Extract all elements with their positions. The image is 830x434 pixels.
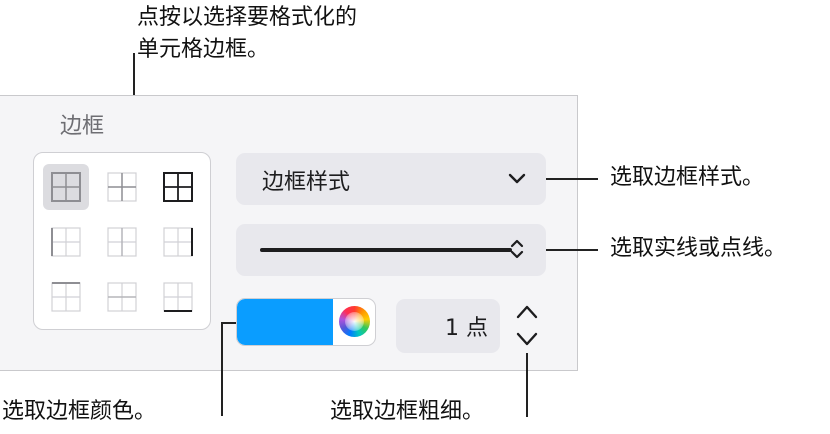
border-button-outer-and-inside[interactable] <box>155 164 201 210</box>
inside-vertical-border-icon <box>107 227 137 257</box>
border-button-inside[interactable] <box>99 164 145 210</box>
chevron-down-icon <box>516 332 538 346</box>
leader-line-border-color <box>221 322 223 416</box>
all-borders-icon <box>51 172 81 202</box>
border-weight-field[interactable]: 1 点 <box>396 299 500 353</box>
callout-border-color: 选取边框颜色。 <box>2 399 157 424</box>
leader-line-border-weight <box>526 353 528 417</box>
callout-cell-borders: 点按以选择要格式化的 单元格边框。 <box>137 2 357 66</box>
line-type-dropdown[interactable] <box>236 224 546 276</box>
chevron-down-icon <box>508 173 526 184</box>
border-weight-stepper <box>506 299 548 353</box>
border-color-well[interactable] <box>236 298 376 346</box>
up-down-chevron-icon <box>510 239 524 259</box>
top-border-icon <box>51 282 81 312</box>
bottom-border-icon <box>163 282 193 312</box>
callout-cell-borders-line1: 点按以选择要格式化的 <box>137 5 358 30</box>
border-weight-value: 1 点 <box>445 316 488 341</box>
leader-line-border-color-elbow <box>221 322 236 324</box>
chevron-up-icon <box>516 305 538 319</box>
border-style-dropdown-label: 边框样式 <box>262 170 351 195</box>
stepper-down-button[interactable] <box>506 326 548 353</box>
border-button-left[interactable] <box>43 219 89 265</box>
border-style-dropdown[interactable]: 边框样式 <box>236 153 546 205</box>
section-title: 边框 <box>60 114 105 139</box>
callout-cell-borders-line2: 单元格边框。 <box>137 37 270 62</box>
solid-line-preview <box>260 248 512 252</box>
leader-line-line-type <box>546 249 598 251</box>
stepper-up-button[interactable] <box>506 299 548 326</box>
color-wheel-icon[interactable] <box>339 306 370 337</box>
color-swatch[interactable] <box>237 299 333 345</box>
outer-inside-borders-icon <box>163 172 193 202</box>
border-button-top[interactable] <box>43 274 89 320</box>
border-button-bottom[interactable] <box>155 274 201 320</box>
border-button-all-selected[interactable] <box>43 164 89 210</box>
right-border-icon <box>163 227 193 257</box>
left-border-icon <box>51 227 81 257</box>
border-button-right[interactable] <box>155 219 201 265</box>
leader-line-border-style <box>546 178 598 180</box>
border-selector-grid <box>33 152 211 330</box>
border-button-inside-horizontal[interactable] <box>99 274 145 320</box>
callout-line-type: 选取实线或点线。 <box>610 236 787 261</box>
callout-border-style: 选取边框样式。 <box>610 165 765 190</box>
inside-borders-icon <box>107 172 137 202</box>
border-button-inside-vertical[interactable] <box>99 219 145 265</box>
callout-border-weight: 选取边框粗细。 <box>330 399 485 424</box>
inside-horizontal-border-icon <box>107 282 137 312</box>
